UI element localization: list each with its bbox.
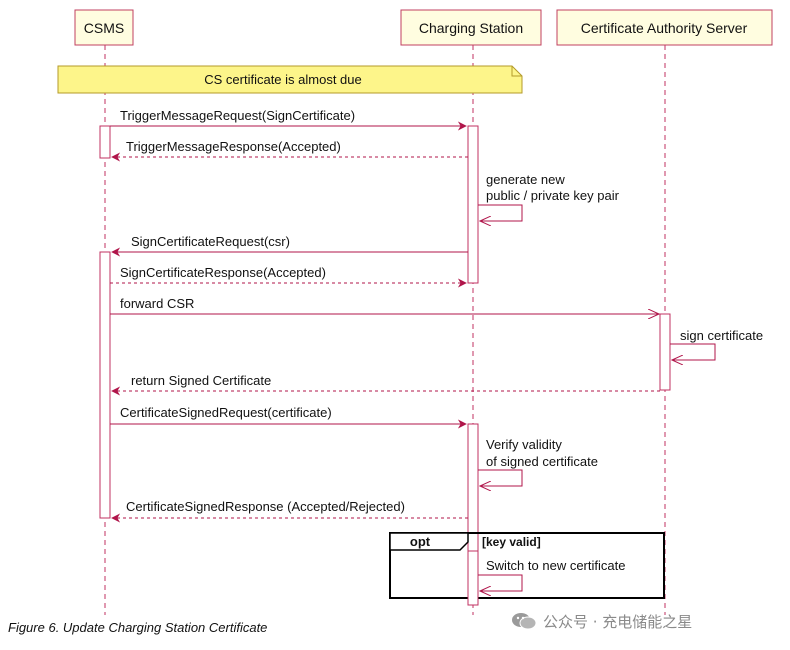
message-label-cert-signed-request: CertificateSignedRequest(certificate) (120, 405, 332, 420)
activation-station-2-overlay (467, 550, 479, 606)
activation-station-1 (467, 125, 479, 284)
self-arrow-switch-certificate (478, 574, 523, 591)
self-label-switch-certificate: Switch to new certificate (486, 558, 625, 573)
opt-tag: opt (410, 534, 431, 549)
message-label-cert-signed-response: CertificateSignedResponse (Accepted/Reje… (126, 499, 405, 514)
note-text: CS certificate is almost due (204, 72, 362, 87)
message-label-return-signed: return Signed Certificate (131, 373, 271, 388)
participant-station-label: Charging Station (419, 20, 523, 36)
opt-fragment: opt [key valid] (389, 532, 665, 599)
figure-caption: Figure 6. Update Charging Station Certif… (8, 620, 268, 635)
self-arrow-verify (478, 469, 523, 486)
wechat-icon (512, 613, 537, 630)
activation-csms-1 (99, 125, 111, 159)
message-label-forward-csr: forward CSR (120, 296, 194, 311)
message-label-sign-request: SignCertificateRequest(csr) (131, 234, 290, 249)
message-label-trigger-request: TriggerMessageRequest(SignCertificate) (120, 108, 355, 123)
watermark-text: 公众号 · 充电储能之星 (543, 612, 693, 631)
message-label-trigger-response: TriggerMessageResponse(Accepted) (126, 139, 341, 154)
self-arrow-generate-key (478, 204, 523, 221)
opt-guard: [key valid] (482, 535, 541, 549)
self-label-generate-key-2: public / private key pair (486, 188, 620, 203)
self-label-sign-certificate: sign certificate (680, 328, 763, 343)
self-label-generate-key-1: generate new (486, 172, 565, 187)
participant-ca-label: Certificate Authority Server (581, 20, 748, 36)
note-cs-certificate-due: CS certificate is almost due (57, 65, 523, 94)
participant-ca: Certificate Authority Server (556, 9, 773, 46)
participant-station: Charging Station (400, 9, 542, 46)
watermark: 公众号 · 充电储能之星 (511, 610, 692, 632)
self-label-verify-1: Verify validity (486, 437, 562, 452)
self-label-verify-2: of signed certificate (486, 454, 598, 469)
participant-csms: CSMS (74, 9, 134, 46)
message-label-sign-response: SignCertificateResponse(Accepted) (120, 265, 326, 280)
activation-csms-2 (99, 251, 111, 519)
self-arrow-sign-certificate (670, 343, 716, 360)
activation-ca-1 (659, 313, 671, 391)
participant-csms-label: CSMS (84, 20, 124, 36)
